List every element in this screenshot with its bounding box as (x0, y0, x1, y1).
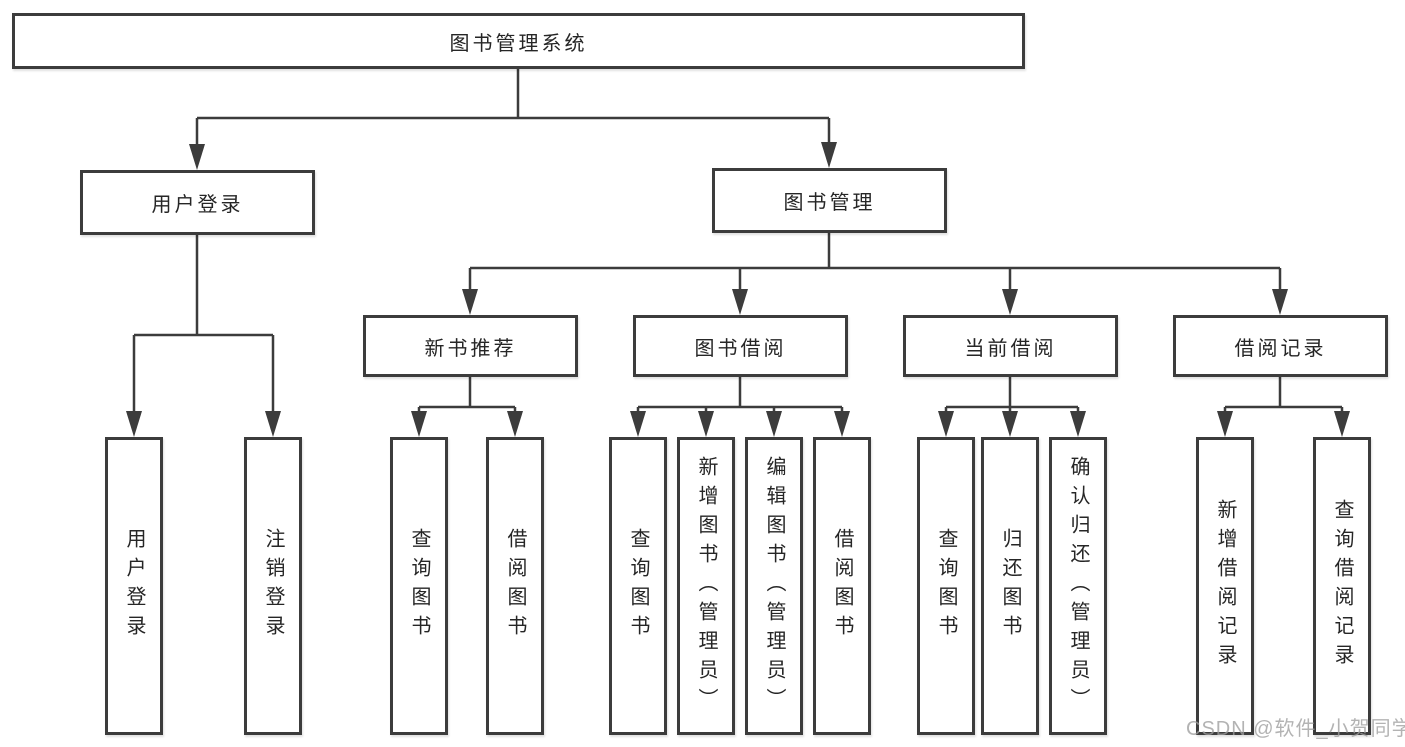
connector-book-borrow-to-leaves (636, 377, 844, 413)
node-root-label: 图书管理系统 (449, 32, 588, 55)
node-current-borrow: 当前借阅 (903, 315, 1118, 377)
leaf-query-books-current: 查询图书 (917, 437, 975, 735)
leaf-query-borrow-record-label: 查询借阅记录 (1331, 499, 1353, 673)
node-borrow-record: 借阅记录 (1173, 315, 1388, 377)
leaf-query-books-recommend: 查询图书 (390, 437, 448, 735)
node-user-login-label: 用户登录 (151, 194, 244, 216)
leaf-add-book-admin-label: 新增图书（管理员） (695, 455, 717, 717)
leaf-logout: 注销登录 (244, 437, 302, 735)
leaf-borrow-books-recommend: 借阅图书 (486, 437, 544, 735)
leaf-query-books-recommend-label: 查询图书 (408, 528, 430, 644)
leaf-borrow-books-label: 借阅图书 (831, 528, 853, 644)
leaf-edit-book-admin: 编辑图书（管理员） (745, 437, 803, 735)
leaf-edit-book-admin-label: 编辑图书（管理员） (763, 455, 785, 717)
node-root: 图书管理系统 (12, 13, 1025, 69)
watermark: CSDN @软件_小贺同学 (1186, 718, 1405, 740)
leaf-return-book: 归还图书 (981, 437, 1039, 735)
node-new-book-recommend-label: 新书推荐 (424, 337, 517, 360)
leaf-logout-label: 注销登录 (262, 528, 284, 644)
node-user-login: 用户登录 (80, 170, 315, 235)
node-borrow-record-label: 借阅记录 (1234, 337, 1327, 360)
connector-borrow-record-to-leaves (1223, 377, 1344, 413)
leaf-query-books-borrow-label: 查询图书 (627, 528, 649, 644)
node-book-management-label: 图书管理 (783, 192, 876, 214)
leaf-borrow-books-recommend-label: 借阅图书 (504, 528, 526, 644)
node-new-book-recommend: 新书推荐 (363, 315, 578, 377)
leaf-add-book-admin: 新增图书（管理员） (677, 437, 735, 735)
leaf-query-books-current-label: 查询图书 (935, 528, 957, 644)
leaf-add-borrow-record-label: 新增借阅记录 (1214, 499, 1236, 673)
node-current-borrow-label: 当前借阅 (964, 337, 1057, 360)
connector-new-book-recommend-to-leaves (417, 377, 517, 413)
connector-user-login-to-leaves (132, 235, 275, 415)
leaf-add-borrow-record: 新增借阅记录 (1196, 437, 1254, 735)
node-book-borrow: 图书借阅 (633, 315, 848, 377)
connector-root-to-level2 (195, 69, 831, 150)
node-book-management: 图书管理 (712, 168, 947, 233)
leaf-user-login: 用户登录 (105, 437, 163, 735)
leaf-query-books-borrow: 查询图书 (609, 437, 667, 735)
leaf-confirm-return-admin-label: 确认归还（管理员） (1067, 455, 1089, 717)
leaf-borrow-books: 借阅图书 (813, 437, 871, 735)
connector-book-management-to-level3 (468, 233, 1282, 291)
node-book-borrow-label: 图书借阅 (694, 337, 787, 360)
leaf-confirm-return-admin: 确认归还（管理员） (1049, 437, 1107, 735)
connector-current-borrow-to-leaves (944, 377, 1080, 413)
leaf-return-book-label: 归还图书 (999, 528, 1021, 644)
leaf-query-borrow-record: 查询借阅记录 (1313, 437, 1371, 735)
leaf-user-login-label: 用户登录 (123, 528, 145, 644)
